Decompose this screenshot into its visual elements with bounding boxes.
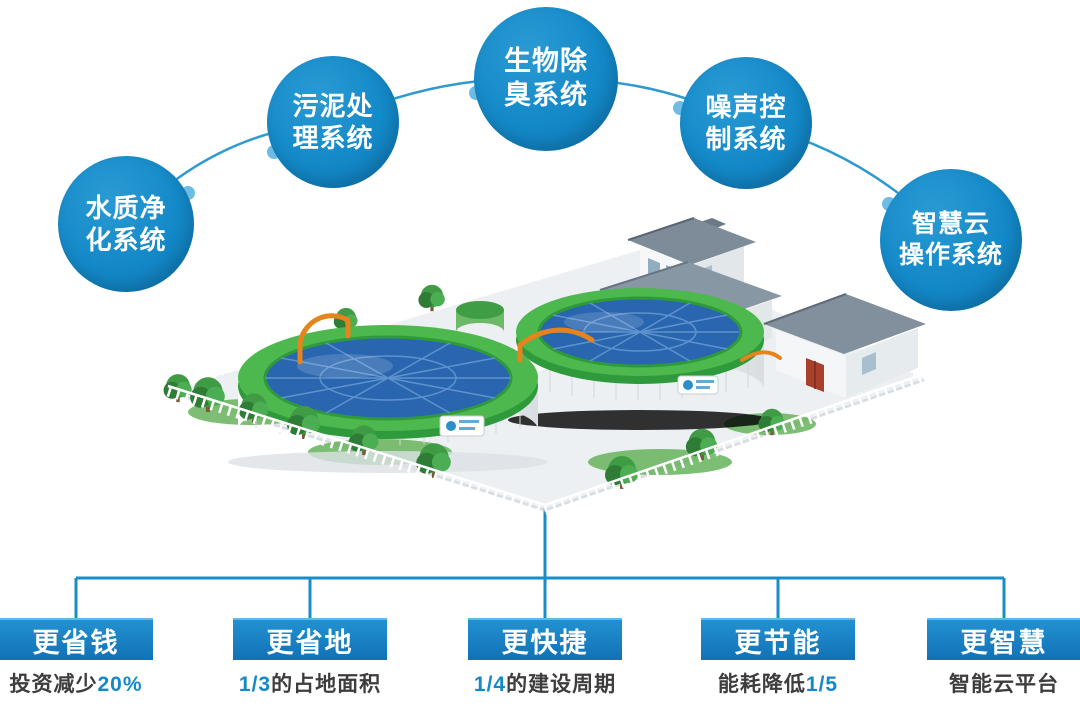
desc-text: 智能云平台	[949, 673, 1059, 696]
fence-front	[166, 372, 926, 516]
bubble-label-line2: 化系统	[85, 225, 167, 255]
bubble-label-line2: 臭系统	[504, 80, 588, 110]
bubble-label-line1: 噪声控	[705, 91, 787, 122]
bubble-label-line2: 理系统	[292, 123, 374, 153]
bubble-label-line2: 操作系统	[898, 241, 1003, 269]
facility-illustration	[163, 217, 926, 516]
bubble-bio-deodorization: 生物除 臭系统	[474, 7, 618, 151]
bubble-label-line1: 生物除	[504, 46, 588, 77]
benefit-box-cost: 更省钱	[0, 618, 153, 660]
bubble-label-line1: 污泥处	[292, 90, 374, 121]
bracket-lines	[74, 500, 1006, 618]
bubble-label-line1: 智慧云	[911, 209, 990, 238]
benefit-box-energy: 更节能	[701, 618, 855, 660]
right-tank	[508, 288, 772, 430]
desc-text: 的建设周期	[506, 673, 617, 696]
bubble-smart-cloud-os: 智慧云 操作系统	[880, 169, 1022, 311]
benefit-title: 更快捷	[501, 627, 589, 658]
desc-highlight: 1/3	[238, 673, 272, 696]
bubble-sludge-treatment: 污泥处 理系统	[267, 56, 399, 188]
benefit-box-smart: 更智慧	[927, 618, 1080, 660]
orange-pipes	[297, 313, 782, 365]
benefit-title: 更省钱	[32, 627, 120, 658]
desc-highlight: 20%	[97, 673, 143, 696]
benefit-desc-energy: 能耗降低1/5	[668, 668, 888, 698]
benefit-box-land: 更省地	[233, 618, 387, 660]
desc-text: 能耗降低	[717, 673, 806, 696]
desc-text: 的占地面积	[271, 673, 382, 696]
benefit-desc-cost: 投资减少20%	[0, 668, 186, 698]
bubble-label-line1: 水质净	[85, 192, 167, 223]
bubble-noise-control: 噪声控 制系统	[680, 57, 812, 189]
desc-text: 投资减少	[9, 673, 98, 696]
benefit-desc-speed: 1/4的建设周期	[435, 668, 655, 698]
desc-highlight: 1/5	[805, 673, 839, 696]
benefit-title: 更智慧	[960, 627, 1048, 658]
desc-highlight: 1/4	[473, 673, 507, 696]
benefit-box-speed: 更快捷	[468, 618, 622, 660]
benefit-desc-smart: 智能云平台	[894, 668, 1080, 698]
small-green-tank	[456, 301, 504, 332]
bubble-water-purification: 水质净 化系统	[58, 156, 194, 292]
bubble-label-line2: 制系统	[705, 124, 787, 154]
benefit-title: 更省地	[266, 627, 354, 658]
benefit-desc-land: 1/3的占地面积	[200, 668, 420, 698]
benefit-title: 更节能	[734, 627, 822, 658]
